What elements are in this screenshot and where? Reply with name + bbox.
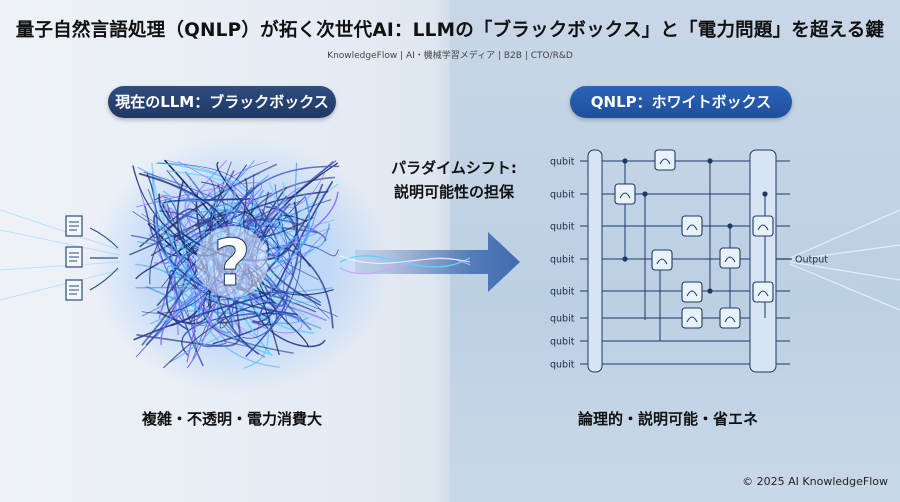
tangle-strand [252, 206, 300, 323]
tangle-strand [178, 161, 325, 209]
quantum-gate-icon [651, 249, 673, 271]
gate-symbol [686, 316, 698, 323]
qubit-label: qubit [550, 360, 575, 371]
qubit-label: qubit [550, 222, 575, 233]
tangle-strand [203, 297, 271, 345]
document-icon-3 [65, 279, 83, 301]
gate-symbol [686, 290, 698, 297]
qubit-label: qubit [550, 190, 575, 201]
quantum-circuit: qubit qubit qubit qubit qubit qubit qubit qubit… [550, 149, 828, 373]
control-dot [762, 191, 768, 197]
output-register [749, 149, 777, 373]
tangle-strand [147, 189, 249, 347]
quantum-gate-icon [719, 307, 741, 329]
tangle-strand [274, 193, 311, 263]
paradigm-shift-line1: パラダイムシフト: [391, 159, 517, 177]
qubit-label: qubit [550, 157, 575, 168]
qnlp-white-box-label: QNLP：ホワイトボックス [570, 86, 792, 118]
gear-gate-icon [614, 183, 636, 205]
quantum-gate-icon [752, 215, 774, 237]
copyright-notice: © 2025 AI KnowledgeFlow [742, 475, 888, 488]
tangle-strand [242, 203, 302, 339]
qubit-label: qubit [550, 255, 575, 266]
gate-symbol [757, 224, 769, 231]
paradigm-shift-line2: 説明可能性の担保 [393, 183, 514, 201]
control-dot [622, 158, 628, 164]
quantum-gate-icon [681, 307, 703, 329]
tangle-strand [129, 209, 228, 256]
control-dot [727, 223, 733, 229]
qnlp-caption: 論理的・説明可能・省エネ [578, 410, 759, 428]
tangle-strand [162, 190, 280, 368]
gate-symbol [724, 256, 736, 263]
light-streaks-right [789, 209, 900, 311]
gate-symbol [656, 258, 668, 265]
qubit-label: qubit [550, 287, 575, 298]
tangle-strand [245, 290, 288, 357]
quantum-gate-icon [752, 281, 774, 303]
control-dot [642, 191, 648, 197]
control-dot [707, 158, 713, 164]
gate-symbol [757, 290, 769, 297]
tangle-strand [211, 186, 253, 238]
tangle-strand [224, 165, 340, 328]
document-icon-1 [65, 215, 83, 237]
tangle-strand [247, 186, 326, 348]
quantum-gate-icon [719, 247, 741, 269]
gate-symbol [724, 316, 736, 323]
llm-caption: 複雑・不透明・電力消費大 [142, 410, 323, 428]
tangle-strand [135, 287, 266, 358]
control-dot [622, 256, 628, 262]
paradigm-shift-label: パラダイムシフト: 説明可能性の担保 [374, 156, 534, 204]
question-mark: ? [213, 227, 250, 301]
output-label: Output [795, 255, 828, 266]
tangle-strand [135, 263, 221, 312]
document-icon-2 [65, 246, 83, 268]
quantum-gate-icon [681, 281, 703, 303]
llm-black-box-label: 現在のLLM：ブラックボックス [108, 86, 336, 118]
gate-symbol [619, 192, 631, 199]
page-subtitle: KnowledgeFlow | AI・機械学習メディア | B2B | CTO/… [327, 51, 573, 61]
gate-symbol [686, 224, 698, 231]
tangle-strand [136, 182, 263, 218]
transition-arrow [339, 232, 520, 292]
qubit-label: qubit [550, 314, 575, 325]
page-title: 量子自然言語処理（QNLP）が拓く次世代AI：LLMの「ブラックボックス」と「電… [15, 20, 885, 41]
input-register [587, 149, 603, 373]
control-dot [707, 288, 713, 294]
tangle-strand [166, 265, 207, 290]
qubit-label: qubit [550, 337, 575, 348]
tangle-strand [242, 177, 314, 238]
gate-symbol [659, 158, 671, 165]
black-box-tangle [90, 135, 390, 395]
right-panel-background [450, 0, 900, 502]
quantum-gate-icon [654, 149, 676, 171]
quantum-gate-icon [681, 215, 703, 237]
